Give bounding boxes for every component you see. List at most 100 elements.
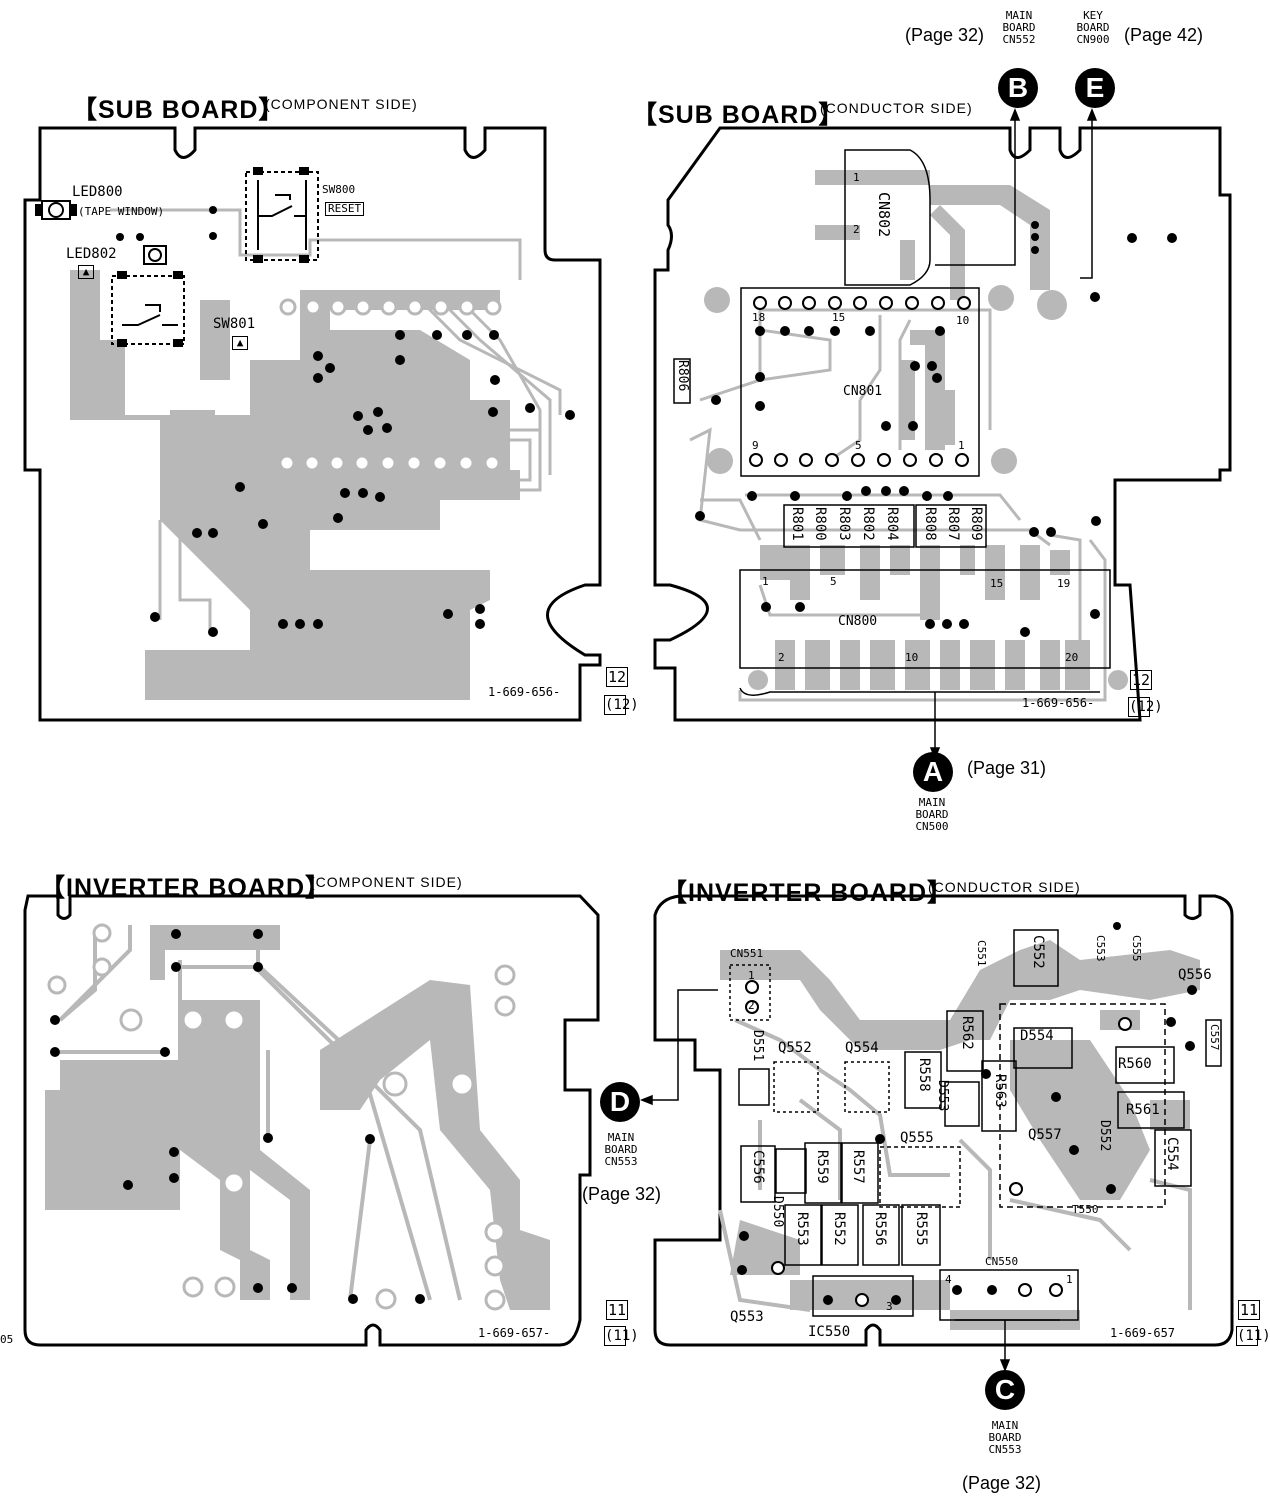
r807-label: R807 [945, 507, 961, 541]
d551-label: D551 [750, 1030, 765, 1062]
sw801-label: SW801 [213, 316, 256, 332]
q555-label: Q555 [900, 1130, 934, 1146]
cn802-outline [844, 149, 931, 286]
t550-label: T550 [1072, 1203, 1099, 1216]
page-mark: (11) [604, 1326, 639, 1346]
d550-label: D550 [770, 1196, 785, 1228]
connector-a-marker: A [913, 752, 953, 792]
reset-label: RESET [325, 202, 365, 216]
cn801-pin: 10 [956, 314, 970, 327]
sub-board-conductor-traces [760, 170, 1090, 690]
sub-board-component-side-label: (COMPONENT SIDE) [265, 96, 418, 112]
inverter-component-side-label: (COMPONENT SIDE) [310, 874, 463, 890]
r562-label: R562 [959, 1016, 975, 1050]
cn800-pin: 20 [1065, 651, 1079, 664]
r803-label: R803 [836, 507, 852, 541]
cn801-outline [740, 287, 980, 477]
r558-label: R558 [916, 1058, 932, 1092]
inverter-component-pads [50, 929, 425, 1304]
sw800-symbol [245, 167, 319, 263]
cn800-pin: 2 [778, 651, 785, 664]
cn801-label: CN801 [843, 384, 883, 399]
q556-label: Q556 [1178, 967, 1212, 983]
sw801-symbol [111, 271, 185, 347]
cn802-pin-2: 2 [853, 223, 860, 236]
r809-label: R809 [968, 507, 984, 541]
cn800-pin: 15 [990, 577, 1004, 590]
cn800-label: CN800 [838, 614, 878, 629]
page-mark: (12) [604, 695, 639, 715]
r801-label: R801 [789, 507, 805, 541]
r555-label: R555 [913, 1212, 929, 1246]
cn550-label: CN550 [985, 1255, 1019, 1268]
sub-resistor-boxes [673, 358, 987, 548]
sub-conductor-part-number: 1-669-656- [1022, 696, 1095, 710]
page-mark: 12 [606, 667, 628, 687]
q553-label: Q553 [730, 1309, 764, 1325]
cn800-outline [739, 569, 1111, 669]
r552-label: R552 [831, 1212, 847, 1246]
sw800-label: SW800 [322, 183, 356, 196]
connector-leaders [639, 107, 1100, 1373]
r561-label: R561 [1126, 1102, 1160, 1118]
cn801-pin: 1 [958, 439, 965, 452]
sub-board-component-outline [23, 126, 602, 722]
ic550-label: IC550 [808, 1324, 851, 1340]
c555-label: C555 [1130, 935, 1143, 962]
cn550-pin: 1 [1066, 1273, 1073, 1286]
tape-window-label: (TAPE WINDOW) [78, 205, 165, 218]
cn801-pin: 9 [752, 439, 759, 452]
inverter-conductor-open-pads [745, 980, 1132, 1307]
cn801-pin: 15 [832, 311, 846, 324]
q552-label: Q552 [778, 1040, 812, 1056]
d552-label: D552 [1097, 1120, 1112, 1152]
connector-d-page: (Page 32) [582, 1184, 662, 1204]
left-edge-mark: 05 [0, 1333, 14, 1346]
inverter-conductor-traces [720, 940, 1200, 1330]
r804-label: R804 [884, 507, 900, 541]
c552-label: C552 [1030, 935, 1046, 969]
r559-label: R559 [814, 1150, 830, 1184]
eject-icon: ▲ [78, 265, 94, 279]
inverter-conductor-title: 【INVERTER BOARD】 [662, 879, 954, 907]
leader-d [652, 989, 718, 1101]
d554-label: D554 [1020, 1028, 1054, 1044]
inverter-conductor-components [729, 929, 1222, 1321]
q557-label: Q557 [1028, 1127, 1062, 1143]
inverter-conductor-pads [737, 922, 1197, 1305]
r560-label: R560 [1118, 1056, 1152, 1072]
sub-component-part-number: 1-669-656- [488, 685, 561, 699]
connector-e-marker: E [1075, 68, 1115, 108]
cn800-pin: 19 [1057, 577, 1071, 590]
cn551-pin: 2 [748, 999, 755, 1012]
cn801-pin: 5 [855, 439, 862, 452]
cn551-label: CN551 [730, 947, 764, 960]
r808-label: R808 [922, 507, 938, 541]
sub-board-component-traces [70, 270, 520, 700]
inverter-conductor-part-number: 1-669-657 [1110, 1326, 1176, 1340]
inverter-component-fine-traces [58, 925, 462, 1301]
sub-board-component-pads [116, 206, 575, 637]
led802-label: LED802 [66, 246, 117, 262]
connector-e-page: (Page 42) [1124, 25, 1204, 45]
inverter-conductor-outline [653, 894, 1234, 1347]
d553-label: D553 [935, 1080, 950, 1112]
cn800-pin: 5 [830, 575, 837, 588]
page-mark: 11 [606, 1300, 628, 1320]
leader-e [1080, 120, 1093, 279]
sub-board-component-fine-traces [110, 208, 562, 635]
inverter-component-part-number: 1-669-657- [478, 1326, 551, 1340]
cn802-label: CN802 [875, 192, 893, 238]
sub-board-conductor-big-pads [704, 285, 1128, 690]
r806-label: R806 [675, 360, 690, 392]
sub-board-component-title: 【SUB BOARD】 [72, 96, 285, 124]
r557-label: R557 [850, 1150, 866, 1184]
connector-c-marker: C [985, 1370, 1025, 1410]
connector-a-page: (Page 31) [967, 758, 1047, 778]
cn800-pin: 1 [762, 575, 769, 588]
